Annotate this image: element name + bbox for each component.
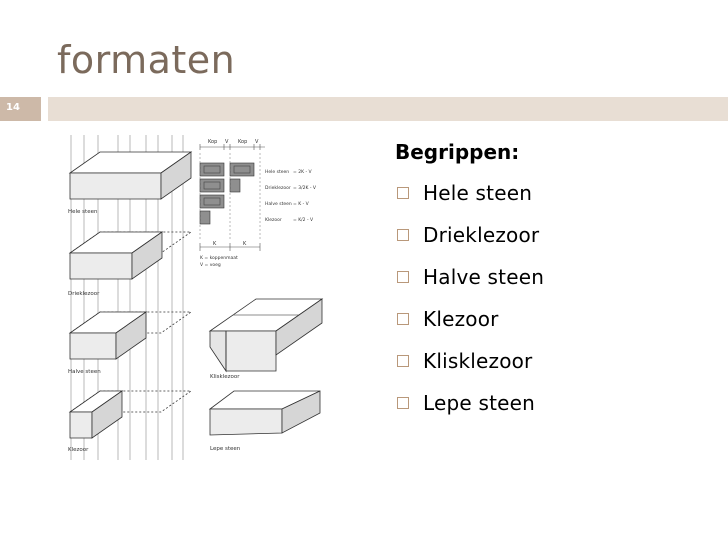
square-bullet-icon <box>397 355 409 367</box>
dim-formula-halve-steen: = K - V <box>293 201 310 207</box>
terms-heading: Begrippen: <box>395 140 520 164</box>
square-bullet-icon <box>397 397 409 409</box>
list-item: Drieklezoor <box>392 214 544 256</box>
square-bullet-icon <box>397 187 409 199</box>
terms-panel: Begrippen: Hele steen Drieklezoor Halve … <box>392 140 544 424</box>
label-drieklezoor: Drieklezoor <box>68 291 100 297</box>
dim-label-klezoor: Klezoor <box>265 217 282 223</box>
label-klezoor: Klezoor <box>68 447 89 453</box>
list-item: Klezoor <box>392 298 544 340</box>
brick-diagram: Hele steen Drieklezoor Halve steen Klezo… <box>68 135 324 460</box>
legend-koppenmaat: K = koppenmaat <box>200 255 238 261</box>
brick-lepe-steen <box>208 390 321 436</box>
dim-label-drieklezoor: Drieklezoor <box>265 185 291 191</box>
dim-formula-klezoor: = K/2 - V <box>293 217 314 223</box>
header-divider-bar <box>48 97 728 121</box>
term-drieklezoor: Drieklezoor <box>423 223 540 247</box>
header-v-1: V <box>225 139 229 145</box>
dim-label-halve-steen: Halve steen <box>265 201 292 207</box>
list-item: Klisklezoor <box>392 340 544 382</box>
dim-label-hele-steen: Hele steen <box>265 169 289 175</box>
term-halve-steen: Halve steen <box>423 265 545 289</box>
label-klisklezoor: Klisklezoor <box>210 374 240 380</box>
dim-formula-hele-steen: = 2K - V <box>293 169 312 175</box>
term-hele-steen: Hele steen <box>423 181 533 205</box>
dimension-chart: Kop V Kop V Hele steen = 2K - V Drieklez… <box>199 139 317 268</box>
square-bullet-icon <box>397 271 409 283</box>
bottom-k-2: K <box>243 241 247 247</box>
list-item: Lepe steen <box>392 382 544 424</box>
brick-klezoor <box>68 390 193 439</box>
list-item: Hele steen <box>392 172 544 214</box>
term-klezoor: Klezoor <box>423 307 499 331</box>
brick-halve-steen <box>68 311 193 360</box>
legend-voeg: V = voeg <box>200 262 221 268</box>
header-kop-2: Kop <box>238 139 247 145</box>
brick-formats-figure: Hele steen Drieklezoor Halve steen Klezo… <box>60 135 360 469</box>
label-halve-steen: Halve steen <box>68 369 101 375</box>
term-lepe-steen: Lepe steen <box>423 391 535 415</box>
dim-formula-drieklezoor: = 3/2K - V <box>293 185 317 191</box>
page-number: 14 <box>6 102 20 113</box>
terms-list: Hele steen Drieklezoor Halve steen Klezo… <box>392 172 544 424</box>
list-item: Halve steen <box>392 256 544 298</box>
square-bullet-icon <box>397 313 409 325</box>
slide-title: formaten <box>57 38 236 82</box>
term-klisklezoor: Klisklezoor <box>423 349 533 373</box>
square-bullet-icon <box>397 229 409 241</box>
label-lepe-steen: Lepe steen <box>210 446 241 452</box>
label-hele-steen: Hele steen <box>68 209 98 215</box>
header-kop-1: Kop <box>208 139 217 145</box>
brick-hele-steen <box>68 151 193 200</box>
bottom-k-1: K <box>213 241 217 247</box>
brick-drieklezoor <box>68 231 193 280</box>
page-number-bar <box>0 97 41 121</box>
brick-klisklezoor <box>208 298 324 373</box>
header-v-2: V <box>255 139 259 145</box>
